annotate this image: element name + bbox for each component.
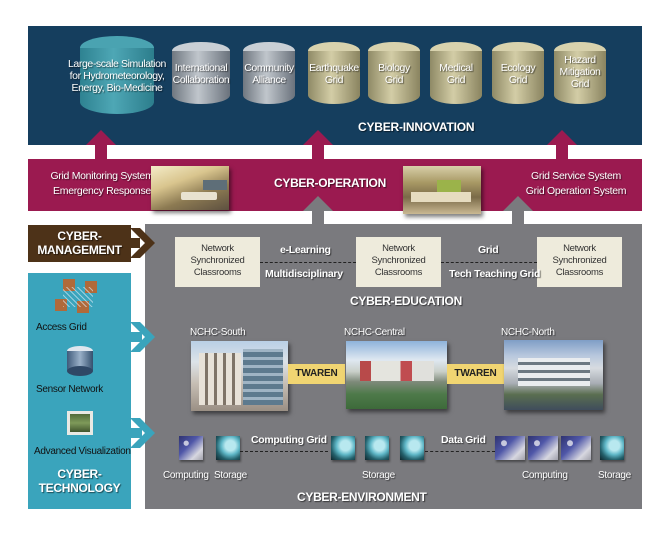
cyber-technology-title: CYBER- TECHNOLOGY xyxy=(38,467,121,495)
cylinder-ecology-grid: Ecology Grid xyxy=(492,42,544,104)
computing-label: Computing xyxy=(522,470,568,481)
computing-icon xyxy=(179,436,203,460)
cyber-education-environment-panel: Network Synchronized Classrooms Network … xyxy=(145,224,642,509)
computing-icon xyxy=(495,436,525,460)
link-label-e-learning: e-Learning xyxy=(280,244,331,256)
arrow-up-icon xyxy=(503,196,533,226)
storage-icon xyxy=(400,436,424,460)
cylinder-large-scale-simulation: Large-scale Simulation for Hydrometeorol… xyxy=(68,36,166,114)
arrow-up-icon xyxy=(303,130,333,160)
operation-center-photo xyxy=(403,166,481,214)
computing-icon xyxy=(561,436,591,460)
cyber-education-title: CYBER-EDUCATION xyxy=(350,294,462,308)
arrow-up-icon xyxy=(303,196,333,226)
link-label-multidisciplinary: Multidisciplinary xyxy=(265,268,343,280)
cyber-operation-panel: Grid Monitoring System Emergency Respons… xyxy=(28,159,642,214)
control-room-photo xyxy=(151,166,229,210)
cyber-environment-title: CYBER-ENVIRONMENT xyxy=(297,490,427,504)
storage-icon xyxy=(331,436,355,460)
site-name-central: NCHC-Central xyxy=(344,327,405,338)
cylinder-hazard-mitigation-grid: Hazard Mitigation Grid xyxy=(554,42,606,104)
cylinder-earthquake-grid: Earthquake Grid xyxy=(308,42,360,104)
dashed-link xyxy=(441,262,537,263)
site-name-north: NCHC-North xyxy=(501,327,555,338)
storage-label: Storage xyxy=(214,470,247,481)
computing-icon xyxy=(528,436,558,460)
cyber-management-panel: CYBER- MANAGEMENT xyxy=(28,225,131,262)
cylinder-biology-grid: Biology Grid xyxy=(368,42,420,104)
cyber-technology-panel: Access Grid Sensor Network Advanced Visu… xyxy=(28,273,131,509)
classroom-box: Network Synchronized Classrooms xyxy=(175,237,260,287)
storage-label: Storage xyxy=(598,470,631,481)
cyber-innovation-panel: Large-scale Simulation for Hydrometeorol… xyxy=(28,26,642,145)
storage-icon xyxy=(600,436,624,460)
cylinder-community-alliance: Community Alliance xyxy=(243,42,295,104)
nchc-south-photo xyxy=(191,341,288,411)
dashed-link xyxy=(425,451,495,452)
access-grid-image xyxy=(51,277,107,317)
classroom-box: Network Synchronized Classrooms xyxy=(537,237,622,287)
tech-item-access-grid: Access Grid xyxy=(36,322,87,333)
storage-icon xyxy=(216,436,240,460)
cylinder-medical-grid: Medical Grid xyxy=(430,42,482,104)
chevron-right-icon xyxy=(130,418,155,448)
link-label-tech-teaching-grid: Tech Teaching Grid xyxy=(449,268,541,280)
cyber-operation-title: CYBER-OPERATION xyxy=(274,176,386,190)
nchc-north-photo xyxy=(504,340,603,410)
computing-grid-label: Computing Grid xyxy=(251,434,327,446)
tech-item-sensor-network: Sensor Network xyxy=(36,384,103,395)
arrow-up-icon xyxy=(547,130,577,160)
arrow-up-icon xyxy=(86,130,116,160)
advanced-visualization-icon xyxy=(67,411,93,435)
classroom-box: Network Synchronized Classrooms xyxy=(356,237,441,287)
operation-left-text: Grid Monitoring System Emergency Respons… xyxy=(50,170,154,197)
cylinder-international-collaboration: International Collaboration xyxy=(172,42,230,104)
twaren-link: TWAREN xyxy=(288,364,345,384)
twaren-link: TWAREN xyxy=(447,364,504,384)
data-grid-label: Data Grid xyxy=(441,434,486,446)
computing-label: Computing xyxy=(163,470,209,481)
chevron-right-icon xyxy=(130,228,155,258)
operation-right-text: Grid Service System Grid Operation Syste… xyxy=(525,170,627,197)
nchc-central-photo xyxy=(346,341,447,409)
site-name-south: NCHC-South xyxy=(190,327,246,338)
link-label-grid: Grid xyxy=(478,244,499,256)
cyber-innovation-title: CYBER-INNOVATION xyxy=(358,120,475,134)
sensor-network-icon xyxy=(67,346,93,376)
dashed-link xyxy=(260,262,356,263)
storage-icon xyxy=(365,436,389,460)
storage-label: Storage xyxy=(362,470,395,481)
dashed-link xyxy=(240,451,328,452)
tech-item-advanced-visualization: Advanced Visualization xyxy=(34,446,131,457)
chevron-right-icon xyxy=(130,322,155,352)
